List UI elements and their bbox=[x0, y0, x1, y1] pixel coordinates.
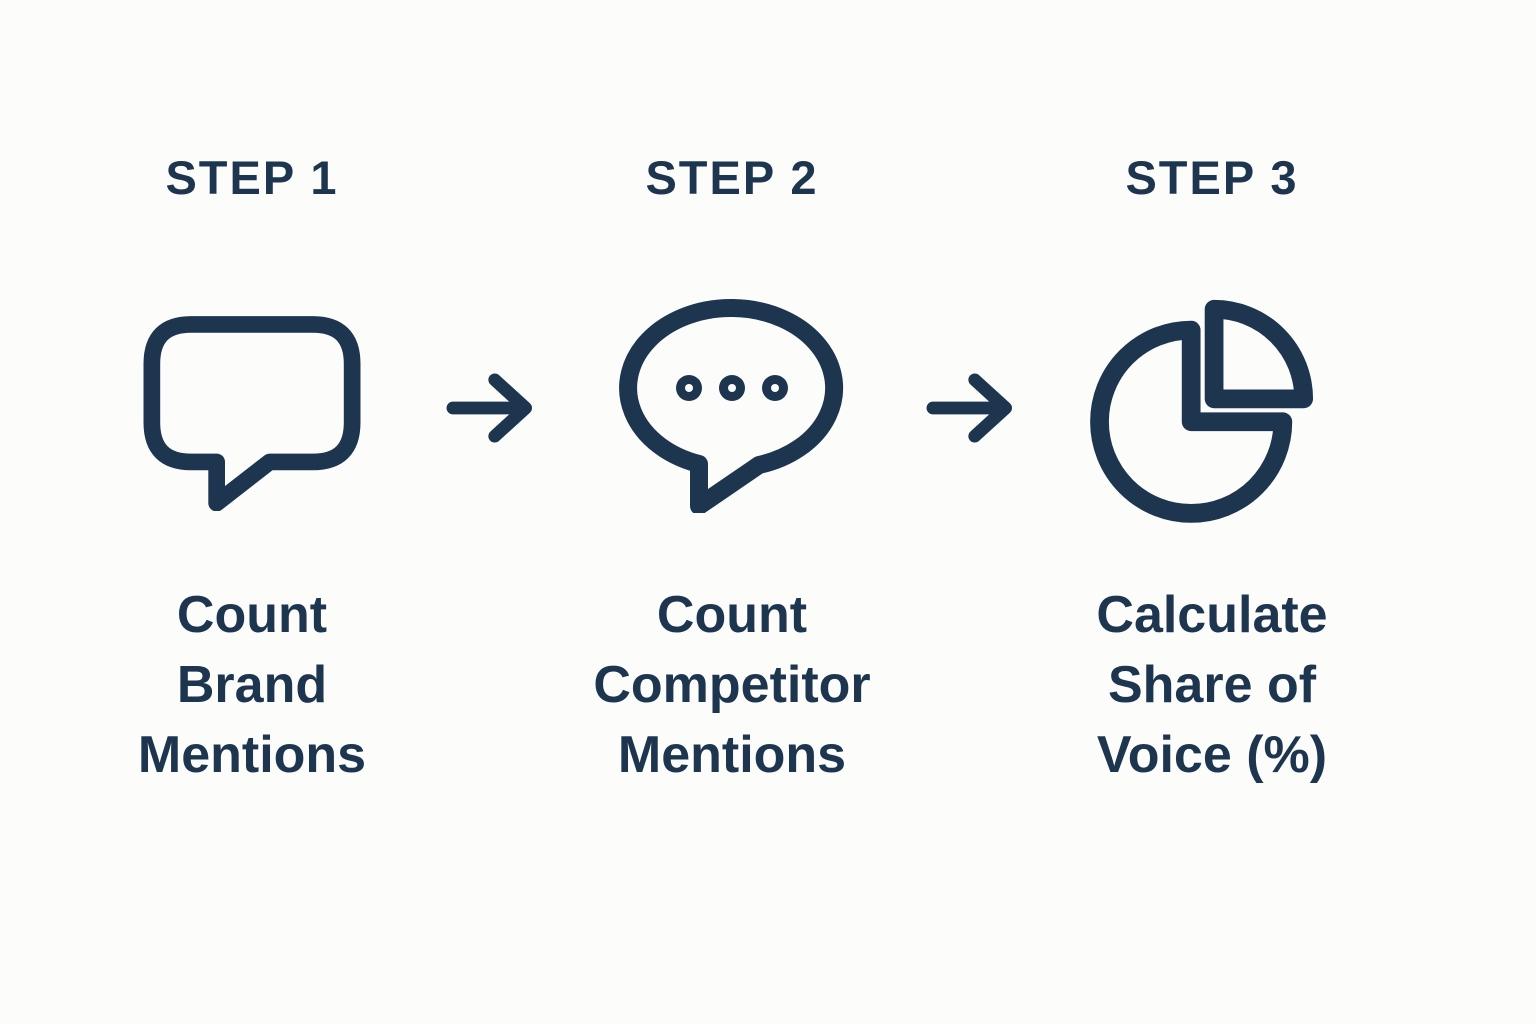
step-1-heading: STEP 1 bbox=[165, 151, 339, 204]
speech-bubble-icon bbox=[134, 278, 370, 528]
step-2-caption: Count Competitor Mentions bbox=[593, 580, 870, 790]
step-2-heading: STEP 2 bbox=[645, 151, 819, 204]
caption-line: Voice (%) bbox=[1096, 726, 1328, 784]
caption-line: Brand bbox=[176, 656, 328, 714]
caption-line: Competitor bbox=[593, 656, 871, 714]
step-column-3: STEP 3 Calculate Share of Voice (%) bbox=[1022, 150, 1402, 790]
caption-line: Mentions bbox=[617, 726, 847, 784]
step-column-2: STEP 2 Count Competitor Mentions bbox=[542, 150, 922, 790]
step-1-caption: Count Brand Mentions bbox=[138, 580, 366, 790]
right-arrow-icon bbox=[442, 367, 542, 449]
caption-line: Count bbox=[656, 586, 808, 644]
right-arrow-icon bbox=[922, 367, 1022, 449]
step-column-1: STEP 1 Count Brand Mentions bbox=[62, 150, 442, 790]
speech-bubble-ellipsis-icon bbox=[607, 278, 857, 528]
caption-line: Share of bbox=[1107, 656, 1317, 714]
pie-chart-icon bbox=[1087, 278, 1337, 528]
caption-line: Count bbox=[176, 586, 328, 644]
caption-line: Mentions bbox=[137, 726, 367, 784]
step-3-heading: STEP 3 bbox=[1125, 151, 1299, 204]
step-3-caption: Calculate Share of Voice (%) bbox=[1096, 580, 1327, 790]
caption-line: Calculate bbox=[1096, 586, 1328, 644]
